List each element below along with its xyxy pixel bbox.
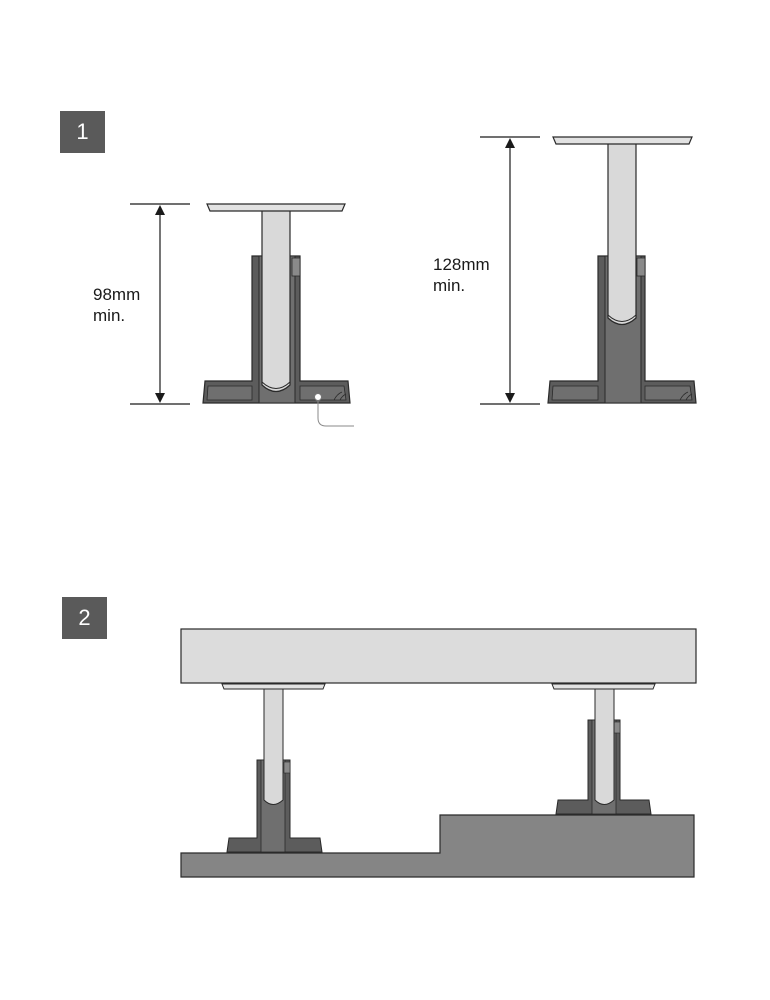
dimension-label-128mm: 128mm min. <box>433 254 490 296</box>
installed-foot-right <box>551 683 656 815</box>
dimension-value: 128mm <box>433 255 490 274</box>
top-plate <box>206 203 346 212</box>
furniture-panel <box>180 628 697 684</box>
short-leveling-foot <box>130 203 354 427</box>
installed-foot-left <box>221 683 326 853</box>
adjustable-post <box>261 209 291 393</box>
dimension-note: min. <box>93 306 126 325</box>
dimension-label-98mm: 98mm min. <box>93 284 140 326</box>
callout-line <box>317 401 354 427</box>
step-2-badge: 2 <box>62 597 107 639</box>
top-plate <box>552 136 693 145</box>
dimension-value: 98mm <box>93 285 141 304</box>
adjustable-post <box>607 142 637 326</box>
installed-view <box>180 628 697 878</box>
callout-point <box>314 393 322 401</box>
dimension-note: min. <box>433 276 466 295</box>
step-1-badge: 1 <box>60 111 105 153</box>
uneven-floor <box>180 814 695 878</box>
tall-leveling-foot <box>480 136 697 405</box>
